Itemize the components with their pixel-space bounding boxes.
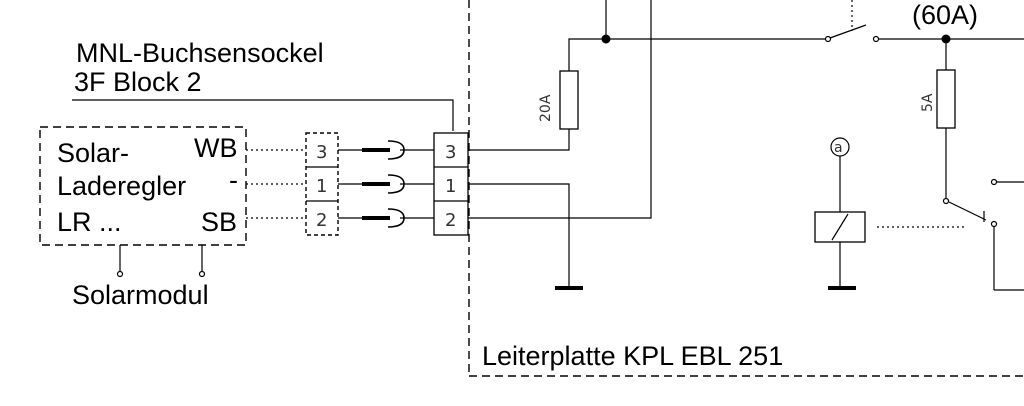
board-wiring: 20A 5A a [468, 0, 1024, 291]
main-fuse-label: (60A) [912, 0, 978, 30]
right-pin-block: 3 1 2 [433, 132, 469, 236]
right-pin-2: 2 [445, 210, 456, 231]
terminal-wb-label: WB [194, 133, 238, 163]
relay-mark: a [834, 140, 843, 156]
regulator-box [39, 126, 247, 246]
left-pin-3: 3 [316, 142, 327, 163]
fuse-20a-label: 20A [538, 94, 554, 122]
harness-wires [246, 149, 434, 219]
terminal-sb-label: SB [201, 207, 237, 237]
board-outline [468, 0, 1024, 377]
regulator-label-line1: Solar- [57, 138, 129, 168]
socket-leader-line [72, 99, 454, 131]
left-pin-block: 3 1 2 [305, 132, 339, 236]
socket-label-line2: 3F Block 2 [74, 67, 202, 97]
board-label: Leiterplatte KPL EBL 251 [482, 341, 783, 371]
left-pin-1: 1 [316, 176, 327, 197]
right-pin-1: 1 [445, 176, 456, 197]
terminal-minus-label: - [229, 165, 238, 195]
regulator-label-line2: Laderegler [57, 171, 186, 201]
solar-module-leads [116, 245, 206, 278]
fuse-5a-label: 5A [920, 93, 936, 112]
solar-module-label: Solarmodul [72, 280, 209, 310]
regulator-label-line3: LR ... [57, 207, 122, 237]
plug-connectors [362, 140, 405, 228]
right-pin-3: 3 [445, 142, 456, 163]
left-pin-2: 2 [316, 210, 327, 231]
socket-label-line1: MNL-Buchsensockel [76, 38, 324, 68]
